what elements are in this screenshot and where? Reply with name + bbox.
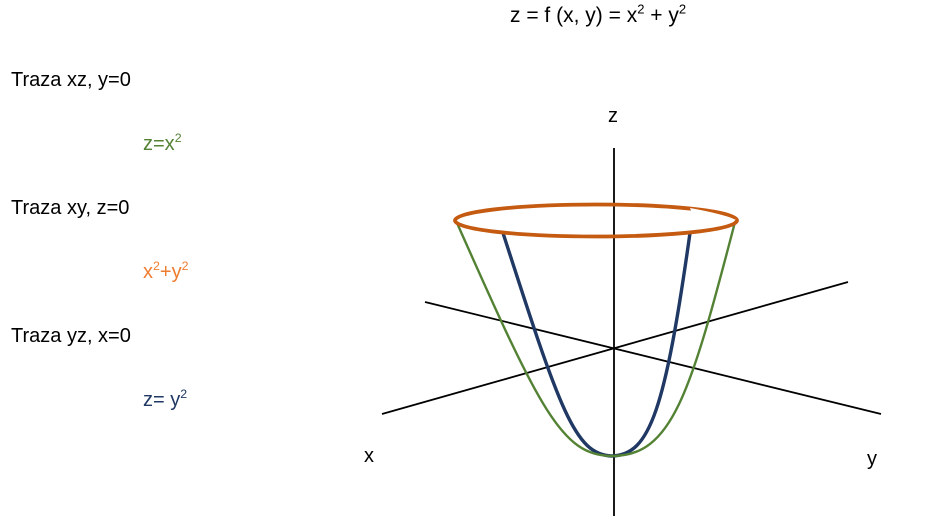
trace-xz-label: Traza xz, y=0 <box>11 69 131 91</box>
ellipse-highlight <box>690 208 736 222</box>
x-axis-label: x <box>364 445 374 467</box>
z-axis-label: z <box>608 105 618 127</box>
xy-trace-ellipse <box>453 202 739 239</box>
trace-xy-label: Traza xy, z=0 <box>11 197 130 219</box>
trace-xz-equation: z=x2 <box>143 130 182 155</box>
trace-yz-equation: z= y2 <box>143 386 188 411</box>
y-axis-label: y <box>867 448 877 470</box>
diagram-title: z = f (x, y) = x2 + y2 <box>510 1 687 27</box>
trace-yz-label: Traza yz, x=0 <box>11 325 131 347</box>
y-axis-line <box>424 301 882 415</box>
trace-xy-equation: x2+y2 <box>143 258 189 283</box>
xz-trace-curve <box>455 220 737 458</box>
